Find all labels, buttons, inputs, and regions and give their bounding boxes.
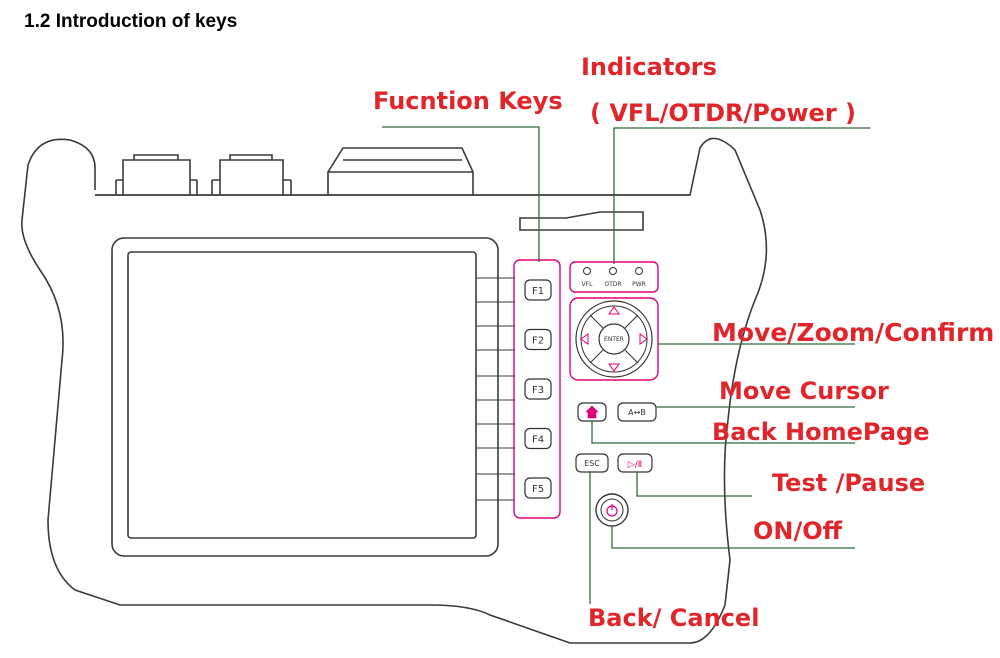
esc-button[interactable]: ESC (575, 453, 609, 473)
pwr-indicator-led (635, 267, 643, 275)
move-cursor-label: Move Cursor (719, 377, 889, 405)
cursor-ab-button[interactable]: A↔B (617, 402, 657, 422)
arrow-up-icon[interactable] (608, 306, 620, 315)
back-cancel-label: Back/ Cancel (588, 604, 760, 632)
back-homepage-label: Back HomePage (712, 418, 930, 446)
function-key-f3[interactable]: F3 (524, 378, 552, 400)
arrow-left-icon[interactable] (580, 333, 589, 345)
leader-lines (382, 126, 870, 604)
function-key-f5[interactable]: F5 (524, 477, 552, 499)
function-key-column (513, 259, 561, 519)
home-icon (585, 405, 599, 419)
function-key-label: F1 (532, 286, 544, 297)
function-key-f1[interactable]: F1 (524, 279, 552, 301)
indicators-sublabel: ( VFL/OTDR/Power ) (590, 99, 856, 127)
pwr-indicator-label: PWR (632, 281, 646, 288)
move-zoom-confirm-label: Move/Zoom/Confirm (712, 318, 995, 347)
vfl-indicator-led (583, 267, 591, 275)
esc-button-label: ESC (584, 459, 600, 468)
indicator-panel: VFL OTDR PWR (569, 261, 659, 293)
home-button[interactable] (577, 402, 607, 422)
otdr-indicator-led (609, 267, 617, 275)
power-icon (606, 504, 618, 517)
function-key-f4[interactable]: F4 (524, 427, 552, 450)
device-body (21, 137, 768, 644)
enter-button[interactable] (598, 323, 630, 355)
test-pause-label: ▷/Ⅱ (628, 460, 642, 470)
otdr-indicator-label: OTDR (604, 281, 621, 288)
arrow-down-icon[interactable] (608, 363, 620, 372)
on-off-label: ON/Off (753, 517, 843, 545)
cursor-ab-label: A↔B (628, 408, 646, 417)
power-button[interactable] (595, 493, 629, 527)
navigation-pad[interactable]: ENTER (569, 297, 659, 381)
function-key-label: F2 (532, 336, 544, 347)
test-pause-label: Test /Pause (772, 469, 926, 497)
function-key-label: F5 (532, 484, 544, 495)
test-pause-button[interactable]: ▷/Ⅱ (617, 453, 653, 473)
function-key-label: F3 (532, 385, 544, 396)
function-keys-label: Fucntion Keys (373, 87, 563, 115)
key-connector-lines (476, 277, 515, 501)
function-key-f2[interactable]: F2 (524, 328, 552, 351)
vfl-indicator-label: VFL (582, 281, 594, 288)
function-key-label: F4 (532, 435, 544, 446)
enter-button-label: ENTER (604, 336, 624, 343)
section-heading: 1.2 Introduction of keys (24, 11, 238, 32)
arrow-right-icon[interactable] (639, 333, 648, 345)
indicators-label: Indicators (581, 53, 717, 81)
